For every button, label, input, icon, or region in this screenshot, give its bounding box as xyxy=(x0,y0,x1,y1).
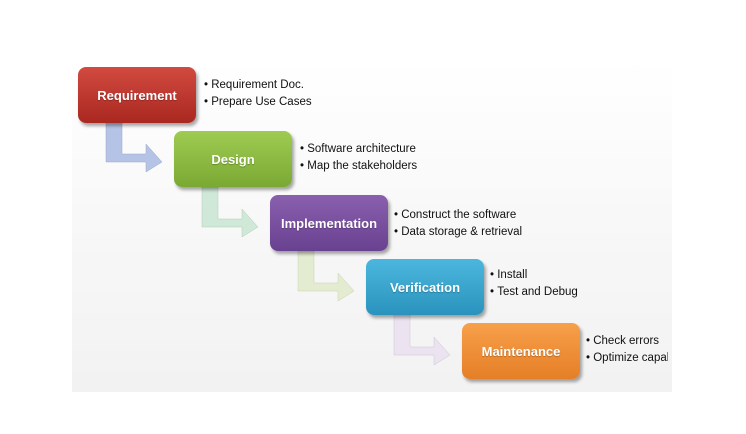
bullet-item: Requirement Doc. xyxy=(204,77,312,94)
bullet-item: Check errors xyxy=(586,333,668,350)
connector-arrow-4 xyxy=(393,315,451,366)
stage-bullets-implementation: Construct the software Data storage & re… xyxy=(394,207,522,241)
diagram-content: Requirement Requirement Doc. Prepare Use… xyxy=(0,0,668,434)
stage-box-maintenance: Maintenance xyxy=(462,323,580,379)
bullet-item: Test and Debug xyxy=(490,284,578,301)
stage-box-design: Design xyxy=(174,131,292,187)
connector-arrow-3 xyxy=(297,251,355,302)
bullet-item: Construct the software xyxy=(394,207,522,224)
stage-box-implementation: Implementation xyxy=(270,195,388,251)
bullet-item: Optimize capal xyxy=(586,350,668,367)
bullet-item: Map the stakeholders xyxy=(300,158,417,175)
stage-bullets-verification: Install Test and Debug xyxy=(490,267,578,301)
bullet-item: Data storage & retrieval xyxy=(394,224,522,241)
stage-bullets-maintenance: Check errors Optimize capal xyxy=(586,333,668,367)
stage-box-requirement: Requirement xyxy=(78,67,196,123)
connector-arrow-1 xyxy=(105,122,163,173)
bullet-item: Install xyxy=(490,267,578,284)
bullet-item: Software architecture xyxy=(300,141,417,158)
stage-box-verification: Verification xyxy=(366,259,484,315)
bullet-item: Prepare Use Cases xyxy=(204,94,311,111)
stage-bullets-design: Software architecture Map the stakeholde… xyxy=(300,141,417,175)
connector-arrow-2 xyxy=(201,187,259,238)
stage-bullets-requirement: Requirement Doc. Prepare Use Cases xyxy=(204,77,312,111)
